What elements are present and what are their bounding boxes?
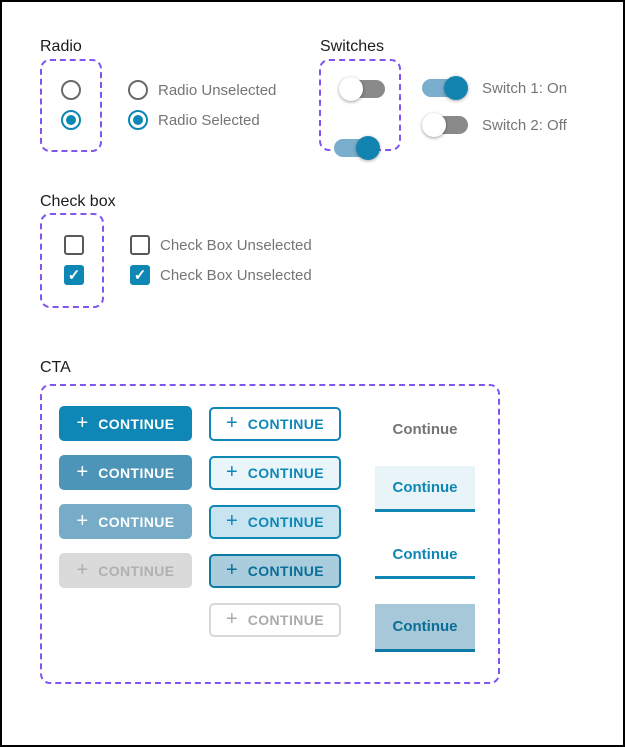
plus-icon: + xyxy=(226,461,238,483)
radio-label: Radio Unselected xyxy=(158,81,277,99)
plus-icon: + xyxy=(76,460,89,483)
continue-button-filled-hover[interactable]: + CONTINUE xyxy=(59,455,192,490)
checkbox-selected[interactable]: ✓ xyxy=(64,265,84,285)
text-button-label: Continue xyxy=(392,546,458,563)
radio-selected[interactable] xyxy=(61,110,81,130)
text-button-label: Continue xyxy=(392,479,458,496)
switch-label: Switch 1: On xyxy=(482,79,568,97)
continue-button-outline-focus[interactable]: + CONTINUE xyxy=(209,505,341,539)
checkbox-unselected[interactable] xyxy=(64,235,84,255)
continue-button-filled-primary[interactable]: + CONTINUE xyxy=(59,406,192,441)
text-button-label: Continue xyxy=(392,420,458,438)
switch-on[interactable] xyxy=(422,76,468,100)
continue-button-filled-disabled[interactable]: + CONTINUE xyxy=(59,553,192,588)
switches-section-title: Switches xyxy=(320,38,385,55)
radio-unselected[interactable] xyxy=(61,80,81,100)
continue-button-outline-disabled[interactable]: + CONTINUE xyxy=(209,603,341,637)
radio-selected[interactable] xyxy=(128,110,148,130)
switch-label: Switch 2: Off xyxy=(482,116,567,134)
button-label: CONTINUE xyxy=(247,416,324,432)
checkbox-selected[interactable]: ✓ xyxy=(130,265,150,285)
radio-selected-row[interactable]: Radio Selected xyxy=(128,110,260,130)
switch-2-row[interactable]: Switch 2: Off xyxy=(422,113,567,137)
checkbox-label: Check Box Unselected xyxy=(160,236,312,254)
continue-button-outline-hover[interactable]: + CONTINUE xyxy=(209,456,341,490)
continue-text-button-focus[interactable]: Continue xyxy=(375,533,475,579)
button-label: CONTINUE xyxy=(98,513,175,530)
button-label: CONTINUE xyxy=(98,562,175,579)
switch-knob xyxy=(339,77,363,101)
button-label: CONTINUE xyxy=(247,514,324,530)
checkbox-section-title: Check box xyxy=(40,193,116,210)
plus-icon: + xyxy=(226,608,238,630)
cta-annotation-box xyxy=(40,384,500,684)
cta-section-title: CTA xyxy=(40,359,71,376)
continue-text-button-hover[interactable]: Continue xyxy=(375,466,475,512)
plus-icon: + xyxy=(76,411,89,434)
continue-button-outline-default[interactable]: + CONTINUE xyxy=(209,407,341,441)
switch-1-row[interactable]: Switch 1: On xyxy=(422,76,567,100)
radio-section-title: Radio xyxy=(40,38,82,55)
switch-off[interactable] xyxy=(422,113,468,137)
switch-on[interactable] xyxy=(334,136,380,160)
check-icon: ✓ xyxy=(67,266,81,284)
button-label: CONTINUE xyxy=(247,465,324,481)
plus-icon: + xyxy=(226,412,238,434)
checkbox-label: Check Box Unselected xyxy=(160,266,312,284)
switch-knob xyxy=(356,136,380,160)
continue-text-button-pressed[interactable]: Continue xyxy=(375,604,475,652)
radio-dot-icon xyxy=(133,115,143,125)
plus-icon: + xyxy=(76,558,89,581)
plus-icon: + xyxy=(226,510,238,532)
switch-knob xyxy=(422,113,446,137)
continue-text-button-default[interactable]: Continue xyxy=(375,409,475,449)
radio-unselected-row[interactable]: Radio Unselected xyxy=(128,80,276,100)
button-label: CONTINUE xyxy=(98,464,175,481)
button-label: CONTINUE xyxy=(98,415,175,432)
continue-button-outline-pressed[interactable]: + CONTINUE xyxy=(209,554,341,588)
plus-icon: + xyxy=(76,509,89,532)
checkbox-selected-row[interactable]: ✓ Check Box Unselected xyxy=(130,265,312,285)
radio-dot-icon xyxy=(66,115,76,125)
checkbox-unselected[interactable] xyxy=(130,235,150,255)
text-button-label: Continue xyxy=(392,618,458,635)
button-label: CONTINUE xyxy=(247,563,324,579)
checkbox-annotation-box xyxy=(40,213,104,308)
radio-annotation-box xyxy=(40,59,102,152)
plus-icon: + xyxy=(226,559,238,581)
switch-off[interactable] xyxy=(339,77,385,101)
button-label: CONTINUE xyxy=(247,612,324,628)
check-icon: ✓ xyxy=(133,266,147,284)
radio-label: Radio Selected xyxy=(158,111,260,129)
checkbox-unselected-row[interactable]: Check Box Unselected xyxy=(130,235,312,255)
continue-button-filled-pressed[interactable]: + CONTINUE xyxy=(59,504,192,539)
radio-unselected[interactable] xyxy=(128,80,148,100)
switch-knob xyxy=(444,76,468,100)
